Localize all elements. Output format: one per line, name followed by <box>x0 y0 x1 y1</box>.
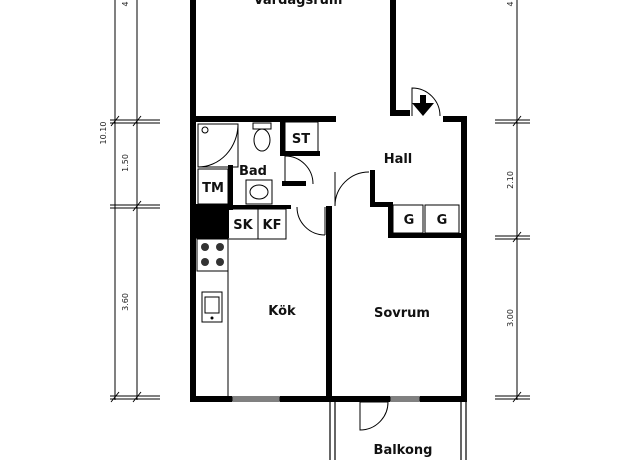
room-label-bad: Bad <box>239 164 267 179</box>
windows <box>231 396 421 402</box>
fixture-label-tm: TM <box>202 181 224 196</box>
dim-left-bottom: 3.60 <box>121 293 130 311</box>
room-label-balkong: Balkong <box>374 443 433 458</box>
dim-left-mid: 1.50 <box>121 154 130 172</box>
walls <box>190 0 467 402</box>
dim-right-top: 4 <box>506 1 515 6</box>
dim-right-mid: 2.10 <box>506 171 515 189</box>
room-label-hall: Hall <box>384 152 413 167</box>
fixture-label-kf: KF <box>263 218 282 233</box>
kitchen-fixtures <box>196 208 287 396</box>
fixture-label-sk: SK <box>233 218 253 233</box>
bathroom-fixtures <box>197 121 319 205</box>
dim-left-total: 10.10 <box>99 122 108 145</box>
room-label-kok: Kök <box>268 304 296 319</box>
left-dimension-lines <box>110 0 160 403</box>
fixture-label-g1: G <box>404 213 415 228</box>
doors <box>284 87 441 431</box>
dim-right-bottom: 3.00 <box>506 309 515 327</box>
room-label-sovrum: Sovrum <box>374 306 430 321</box>
room-label-vardagsrum: Vardagsrum <box>254 0 343 8</box>
dim-left-top: 4 <box>121 1 130 6</box>
fixture-label-g2: G <box>437 213 448 228</box>
fixture-label-st: ST <box>292 132 310 147</box>
closets <box>392 204 460 234</box>
entrance-arrow-icon <box>412 95 434 116</box>
right-dimension-lines <box>495 0 530 403</box>
balcony-railing <box>329 402 467 460</box>
